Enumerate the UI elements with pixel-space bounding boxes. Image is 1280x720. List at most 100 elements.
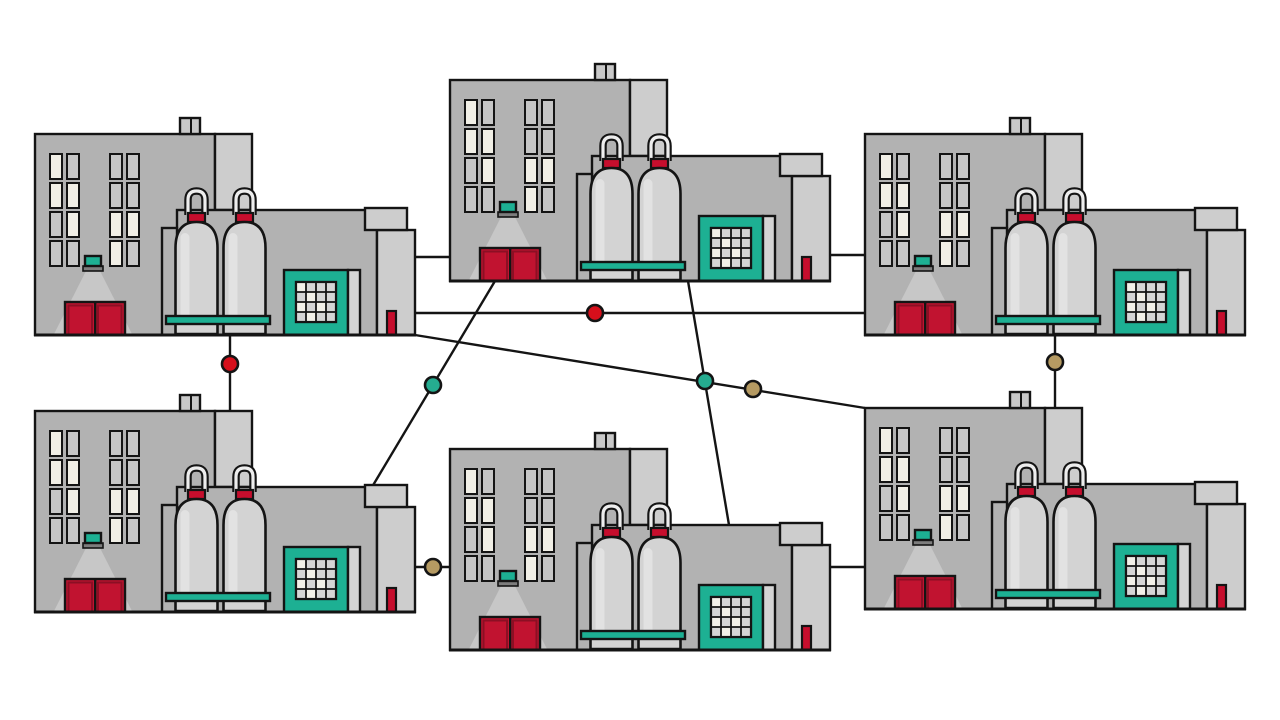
- window-pane: [731, 597, 741, 607]
- window-pane: [326, 579, 336, 589]
- window: [896, 427, 910, 454]
- storage-tanks: [1004, 187, 1097, 336]
- window-pane: [306, 589, 316, 599]
- window-pane: [296, 302, 306, 312]
- window: [464, 526, 478, 553]
- window: [481, 526, 495, 553]
- garage-door: [63, 577, 127, 614]
- window: [66, 517, 80, 544]
- window: [956, 240, 970, 267]
- window-pane: [721, 248, 731, 258]
- window-pane: [1156, 576, 1166, 586]
- window-pane: [741, 248, 751, 258]
- tank-platform: [994, 314, 1102, 326]
- tank-platform: [579, 260, 687, 272]
- window-pane: [1156, 292, 1166, 302]
- junction-nodes: [220, 303, 1065, 577]
- tank-highlight: [1058, 233, 1068, 323]
- window: [481, 157, 495, 184]
- window: [126, 488, 140, 515]
- window: [879, 240, 893, 267]
- tank-highlight: [643, 179, 653, 269]
- window: [481, 128, 495, 155]
- window: [956, 485, 970, 512]
- tank-vent-pipe-inner: [649, 504, 670, 530]
- window-pane: [1126, 586, 1136, 596]
- lamp-icon: [498, 200, 518, 214]
- window: [126, 182, 140, 209]
- tank-platform: [994, 588, 1102, 600]
- window-pane: [721, 228, 731, 238]
- window: [524, 186, 538, 213]
- window: [126, 240, 140, 267]
- garage-door: [478, 246, 542, 283]
- window: [939, 514, 953, 541]
- window: [879, 514, 893, 541]
- window-pane: [1136, 302, 1146, 312]
- window-pane: [306, 292, 316, 302]
- window-pane: [1126, 576, 1136, 586]
- window-pane: [316, 569, 326, 579]
- window-pane: [721, 607, 731, 617]
- window: [524, 128, 538, 155]
- window-grid-tall-building: [879, 427, 970, 541]
- window: [939, 182, 953, 209]
- window-pane: [721, 597, 731, 607]
- window-pane: [316, 559, 326, 569]
- window-pane: [731, 617, 741, 627]
- tank-valve-cap: [1064, 211, 1085, 224]
- window-pane: [721, 617, 731, 627]
- red-door-strip: [800, 255, 813, 283]
- window-pane: [741, 258, 751, 268]
- window-pane: [1136, 292, 1146, 302]
- window-pane: [711, 617, 721, 627]
- window: [956, 153, 970, 180]
- window: [109, 488, 123, 515]
- window: [464, 468, 478, 495]
- window: [524, 497, 538, 524]
- window: [126, 517, 140, 544]
- window-grid-tall-building: [464, 468, 555, 582]
- window: [879, 211, 893, 238]
- window-pane: [296, 579, 306, 589]
- window: [896, 240, 910, 267]
- window-pane: [711, 248, 721, 258]
- red-door-strip: [385, 309, 398, 337]
- window-grid-tall-building: [49, 430, 140, 544]
- window-pane: [711, 228, 721, 238]
- window-pane: [316, 312, 326, 322]
- node-teal-2: [695, 371, 715, 391]
- storage-tanks: [589, 502, 682, 651]
- tank-vent-pipe-inner: [601, 504, 622, 530]
- window-pane: [1136, 282, 1146, 292]
- window: [126, 430, 140, 457]
- window: [109, 430, 123, 457]
- tank-vent-pipe-inner: [1064, 189, 1085, 215]
- tank-highlight: [595, 548, 605, 638]
- window-pane: [1126, 312, 1136, 322]
- roof-block: [778, 152, 824, 178]
- window: [524, 99, 538, 126]
- window: [49, 488, 63, 515]
- window: [464, 555, 478, 582]
- window-grid-tall-building: [49, 153, 140, 267]
- window-pane: [316, 579, 326, 589]
- window: [896, 182, 910, 209]
- window-pane: [316, 589, 326, 599]
- window-pane: [1136, 312, 1146, 322]
- window: [464, 128, 478, 155]
- tank-highlight: [643, 548, 653, 638]
- window: [464, 157, 478, 184]
- window: [109, 211, 123, 238]
- window-pane: [326, 302, 336, 312]
- window-pane: [1136, 566, 1146, 576]
- window-pane: [1136, 576, 1146, 586]
- window: [541, 497, 555, 524]
- window-pane: [741, 228, 751, 238]
- factory-bottom-center: [448, 431, 832, 652]
- window: [956, 182, 970, 209]
- window-pane: [1156, 566, 1166, 576]
- factory-bottom-left: [33, 393, 417, 614]
- window: [956, 456, 970, 483]
